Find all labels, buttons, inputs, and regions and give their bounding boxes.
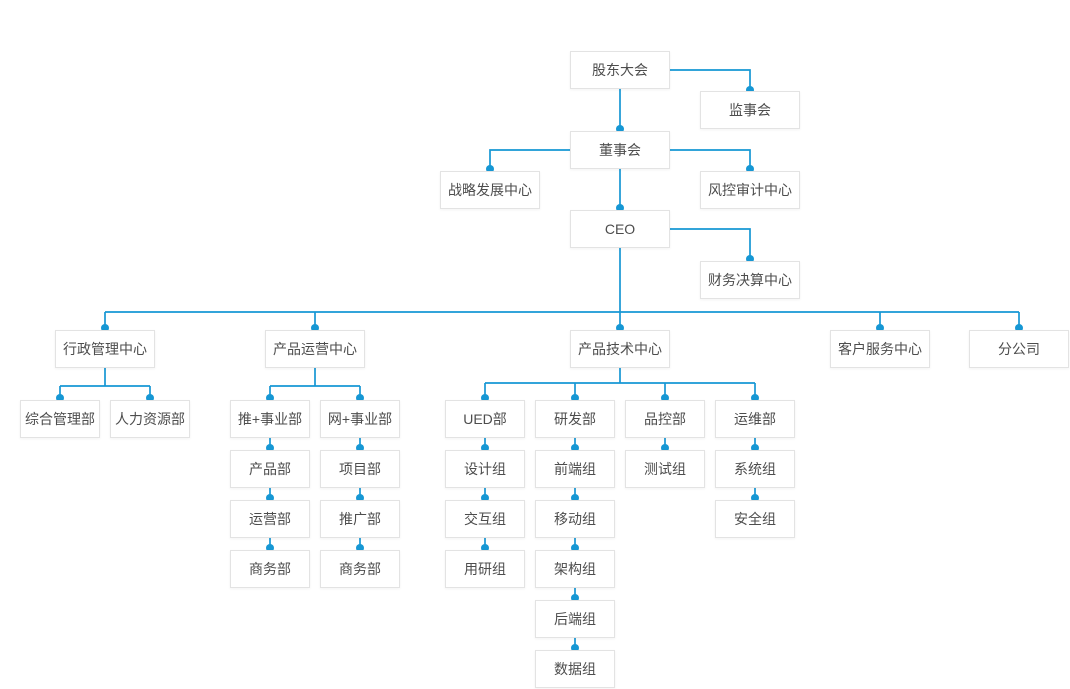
org-node-branch-company: 分公司 [969,330,1069,368]
org-node-product-tech-center: 产品技术中心 [570,330,670,368]
org-node-shareholders-meeting: 股东大会 [570,51,670,89]
org-node-design-team: 设计组 [445,450,525,488]
org-node-qa-dept: 品控部 [625,400,705,438]
org-node-business-dept-1: 商务部 [230,550,310,588]
org-node-ops-maintenance-dept: 运维部 [715,400,795,438]
org-node-strategy-center: 战略发展中心 [440,171,540,209]
org-node-wang-plus-bu: 网+事业部 [320,400,400,438]
org-node-tui-plus-bu: 推+事业部 [230,400,310,438]
org-node-product-dept: 产品部 [230,450,310,488]
org-node-hr-dept: 人力资源部 [110,400,190,438]
org-node-admin-center: 行政管理中心 [55,330,155,368]
org-node-general-admin-dept: 综合管理部 [20,400,100,438]
org-node-supervisory-board: 监事会 [700,91,800,129]
org-node-rnd-dept: 研发部 [535,400,615,438]
org-node-interaction-team: 交互组 [445,500,525,538]
org-node-promotion-dept: 推广部 [320,500,400,538]
connector-line [670,69,751,90]
org-node-project-dept: 项目部 [320,450,400,488]
org-node-risk-audit-center: 风控审计中心 [700,171,800,209]
connector-line [670,228,751,259]
org-node-user-research-team: 用研组 [445,550,525,588]
org-node-system-team: 系统组 [715,450,795,488]
org-node-ued-dept: UED部 [445,400,525,438]
org-node-board-of-directors: 董事会 [570,131,670,169]
org-node-testing-team: 测试组 [625,450,705,488]
connector-line [489,149,570,169]
org-node-backend-team: 后端组 [535,600,615,638]
org-node-security-team: 安全组 [715,500,795,538]
org-node-data-team: 数据组 [535,650,615,688]
org-node-mobile-team: 移动组 [535,500,615,538]
org-node-architecture-team: 架构组 [535,550,615,588]
org-node-ceo: CEO [570,210,670,248]
org-node-business-dept-2: 商务部 [320,550,400,588]
org-node-operations-dept: 运营部 [230,500,310,538]
org-node-finance-center: 财务决算中心 [700,261,800,299]
connector-line [670,149,751,169]
org-node-frontend-team: 前端组 [535,450,615,488]
org-node-product-ops-center: 产品运营中心 [265,330,365,368]
org-node-customer-service-center: 客户服务中心 [830,330,930,368]
